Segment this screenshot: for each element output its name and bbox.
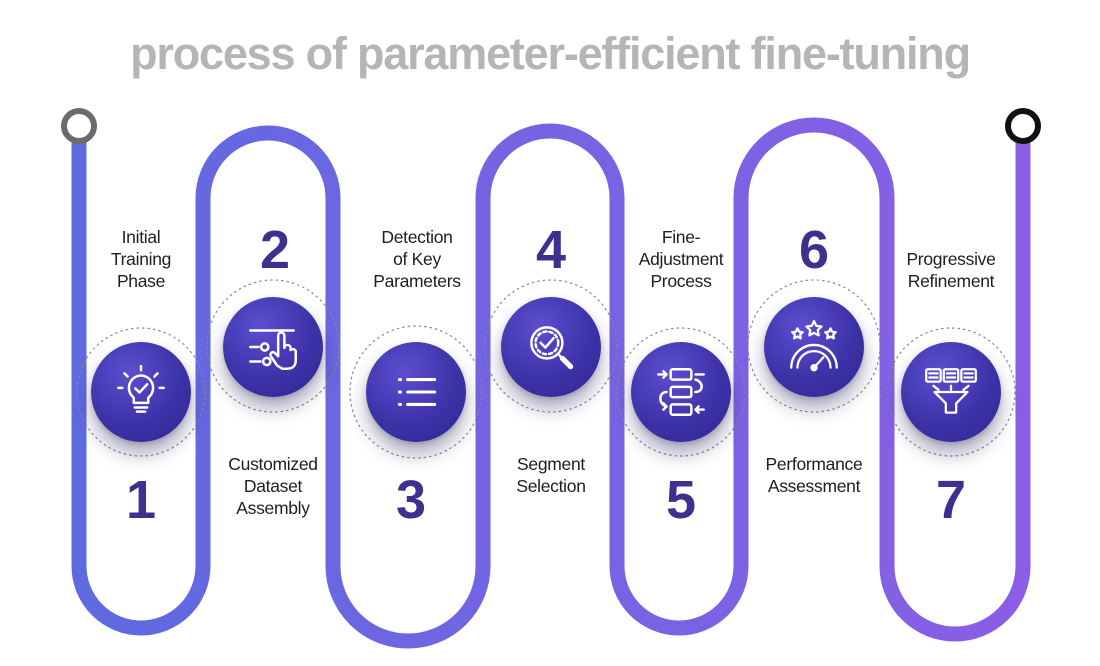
step-6-label: Performance Assessment <box>765 454 863 496</box>
step-1-icon-circle <box>91 342 191 442</box>
filter-funnel-icon <box>925 368 977 414</box>
step-5-label: Fine- Adjustment Process <box>638 227 724 291</box>
step-4-icon-circle <box>501 297 601 397</box>
dotted-ring-3 <box>349 325 483 459</box>
list-icon <box>397 378 437 406</box>
magnifier-check-icon <box>530 326 574 370</box>
dotted-ring-7 <box>886 327 1016 457</box>
hand-pointer-sliders-icon <box>249 329 297 370</box>
gauge-stars-icon <box>790 320 838 372</box>
lightbulb-check-icon <box>117 364 165 413</box>
step-2-number: 2 <box>259 220 291 280</box>
step-2-icon-circle <box>223 297 323 397</box>
dotted-ring-6 <box>747 279 881 413</box>
step-7-number: 7 <box>935 470 967 530</box>
dotted-ring-1 <box>76 327 206 457</box>
step-2-label: Customized Dataset Assembly <box>228 454 318 518</box>
dotted-ring-2 <box>206 279 340 413</box>
workflow-blocks-icon <box>657 368 705 416</box>
step-4-label: Segment Selection <box>516 454 586 496</box>
step-3-number: 3 <box>395 470 427 530</box>
start-node <box>61 108 97 144</box>
dotted-ring-5 <box>616 327 746 457</box>
end-node <box>1005 108 1041 144</box>
step-3-label: Detection of Key Parameters <box>373 227 461 291</box>
step-1-number: 1 <box>125 470 157 530</box>
step-6-icon-circle <box>764 297 864 397</box>
step-5-number: 5 <box>665 470 697 530</box>
step-6-number: 6 <box>798 220 830 280</box>
step-1-label: Initial Training Phase <box>110 227 172 291</box>
step-7-icon-circle <box>901 342 1001 442</box>
process-track <box>71 117 1031 649</box>
dotted-ring-4 <box>484 279 618 413</box>
diagram-title: process of parameter-efficient fine-tuni… <box>130 28 971 79</box>
step-4-number: 4 <box>535 220 567 280</box>
step-5-icon-circle <box>631 342 731 442</box>
step-3-icon-circle <box>366 342 466 442</box>
step-7-label: Progressive Refinement <box>906 249 996 291</box>
